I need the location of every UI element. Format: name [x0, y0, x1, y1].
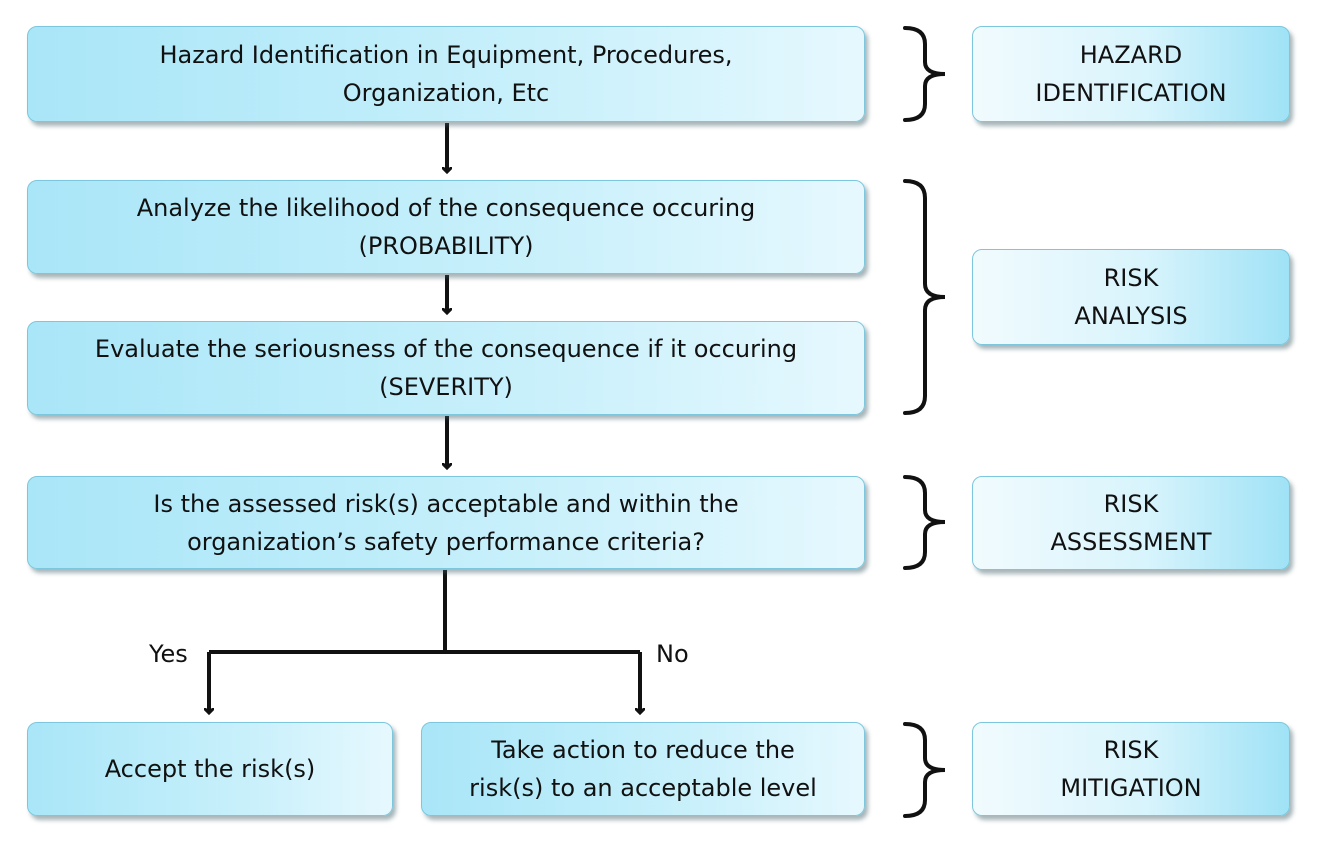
severity-step: Evaluate the seriousness of the conseque… — [27, 321, 865, 415]
phase-risk-assessment: RISK ASSESSMENT — [972, 476, 1290, 570]
phase-hazard-identification-line-1: HAZARD — [1079, 41, 1183, 69]
assessment-question-step: Is the assessed risk(s) acceptable and w… — [27, 476, 865, 569]
bracket-hazard-identification — [903, 26, 946, 122]
yes-branch-label: Yes — [149, 640, 188, 668]
probability-line-2: (PROBABILITY) — [358, 232, 534, 260]
reduce-risk-line-1: Take action to reduce the — [491, 736, 795, 764]
hazard-identification-step: Hazard Identification in Equipment, Proc… — [27, 26, 865, 122]
bracket-risk-assessment — [903, 475, 946, 570]
phase-risk-mitigation-line-1: RISK — [1103, 736, 1159, 764]
severity-line-1: Evaluate the seriousness of the conseque… — [94, 335, 798, 363]
no-branch-label: No — [656, 640, 689, 668]
reduce-risk-step: Take action to reduce the risk(s) to an … — [421, 722, 865, 816]
assessment-question-line-1: Is the assessed risk(s) acceptable and w… — [153, 489, 739, 518]
phase-risk-analysis-line-2: ANALYSIS — [1074, 302, 1188, 330]
phase-risk-assessment-line-2: ASSESSMENT — [1050, 528, 1212, 556]
reduce-risk-line-2: risk(s) to an acceptable level — [469, 774, 817, 802]
phase-hazard-identification-line-2: IDENTIFICATION — [1035, 79, 1227, 107]
phase-risk-assessment-line-1: RISK — [1103, 490, 1159, 518]
hazard-identification-line-1: Hazard Identification in Equipment, Proc… — [159, 41, 733, 69]
severity-line-2: (SEVERITY) — [379, 373, 513, 401]
accept-risk-step: Accept the risk(s) — [27, 722, 393, 816]
bracket-risk-analysis — [903, 179, 946, 415]
phase-risk-analysis: RISK ANALYSIS — [972, 249, 1290, 345]
phase-risk-mitigation: RISK MITIGATION — [972, 722, 1290, 816]
phase-risk-analysis-line-1: RISK — [1103, 264, 1159, 292]
phase-hazard-identification: HAZARD IDENTIFICATION — [972, 26, 1290, 122]
probability-step: Analyze the likelihood of the consequenc… — [27, 180, 865, 274]
hazard-identification-line-2: Organization, Etc — [342, 79, 550, 107]
phase-risk-mitigation-line-2: MITIGATION — [1060, 774, 1202, 802]
assessment-question-line-2: organization’s safety performance criter… — [187, 527, 705, 556]
probability-line-1: Analyze the likelihood of the consequenc… — [136, 194, 756, 222]
bracket-risk-mitigation — [903, 722, 946, 818]
accept-risk-line-1: Accept the risk(s) — [104, 755, 316, 783]
